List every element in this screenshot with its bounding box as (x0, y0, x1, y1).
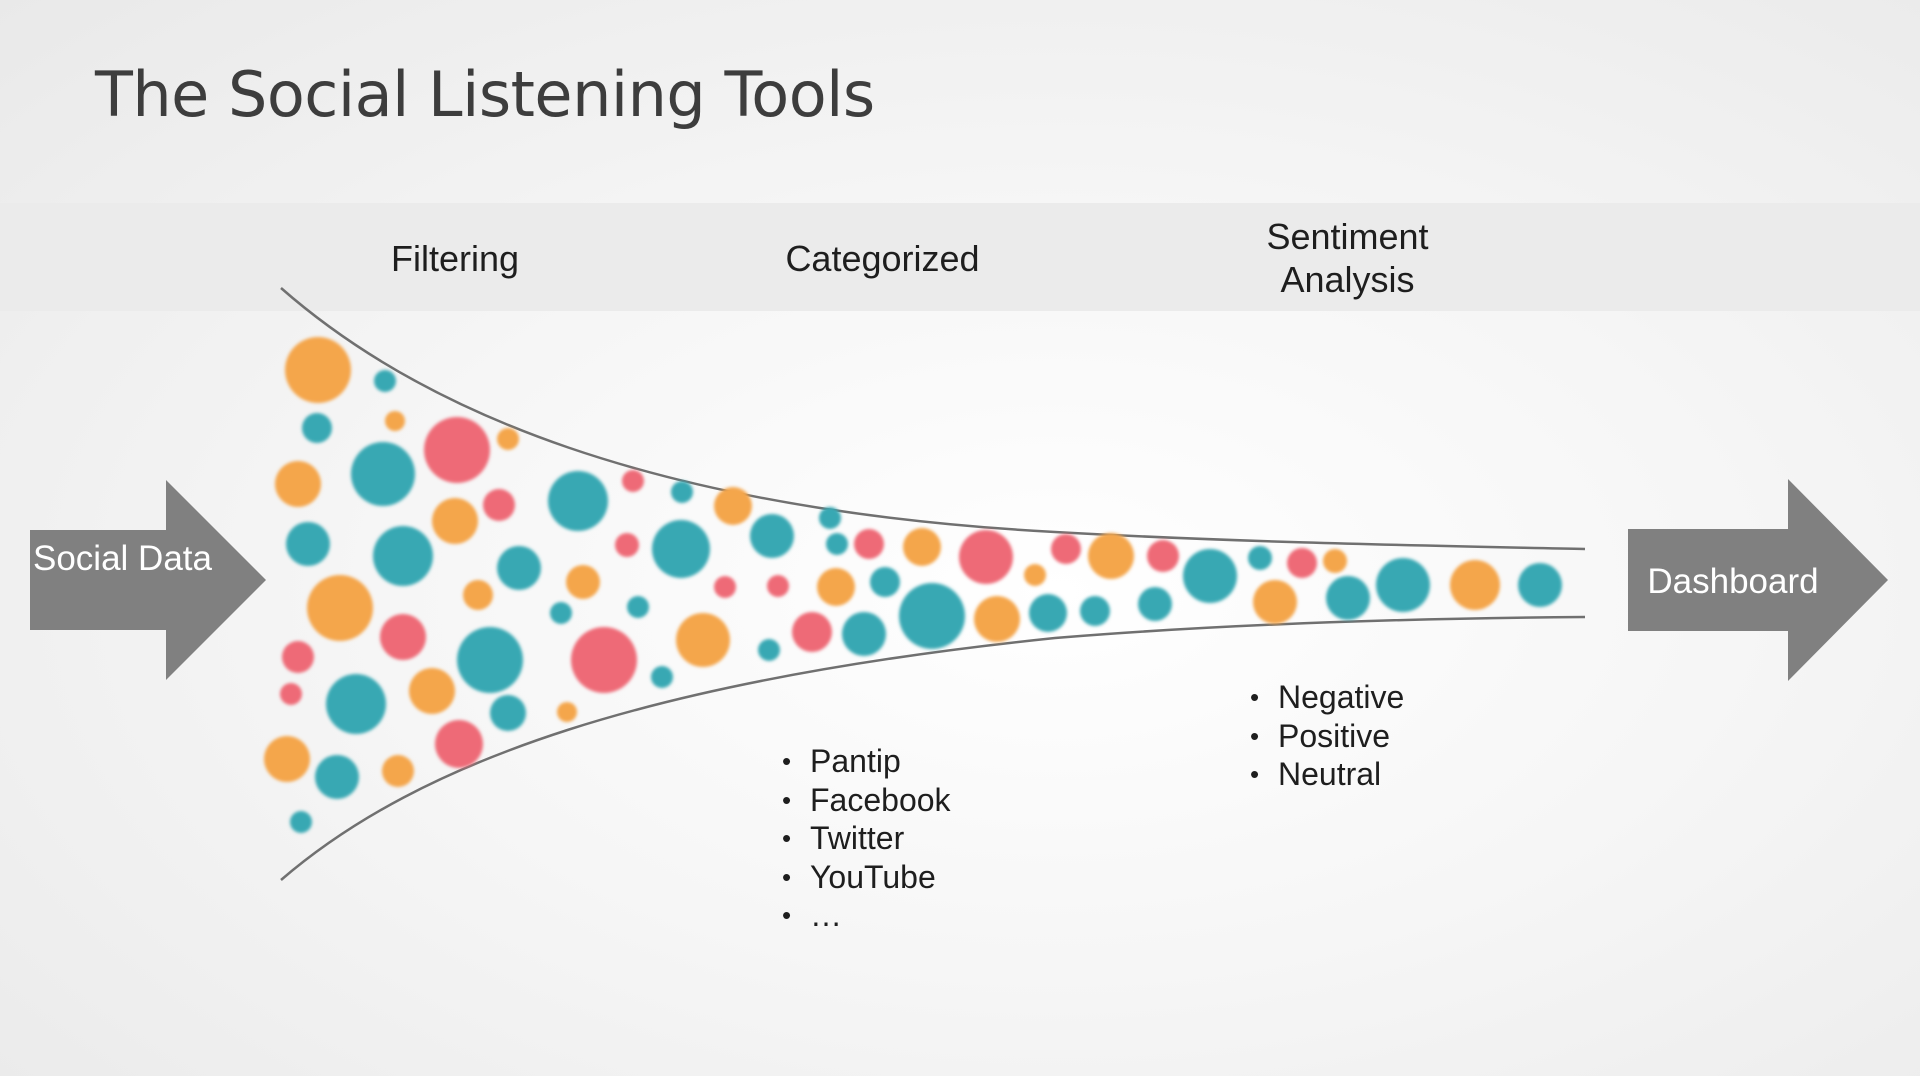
data-bubble (1138, 587, 1172, 621)
data-bubble (959, 530, 1013, 584)
data-bubble (622, 470, 644, 492)
data-bubble (870, 567, 900, 597)
data-bubble (385, 411, 405, 431)
data-bubble (548, 471, 608, 531)
funnel-bottom-curve (280, 615, 1586, 881)
slide-title: The Social Listening Tools (95, 58, 875, 131)
data-bubble (380, 614, 426, 660)
platform-list: PantipFacebookTwitterYouTube… (782, 742, 951, 935)
data-bubble (571, 627, 637, 693)
platform-list-item: Facebook (782, 781, 951, 820)
data-bubble (282, 641, 314, 673)
data-bubble (290, 811, 312, 833)
data-bubble (1248, 546, 1272, 570)
sentiment-list-item: Neutral (1250, 755, 1404, 794)
data-bubble (550, 602, 572, 624)
data-bubble (1253, 580, 1297, 624)
data-bubble (463, 580, 493, 610)
data-bubble (819, 507, 841, 529)
data-bubble (435, 720, 483, 768)
data-bubble (826, 533, 848, 555)
data-bubble (671, 481, 693, 503)
sentiment-list-item: Positive (1250, 717, 1404, 756)
data-bubble (1088, 533, 1134, 579)
data-bubble (409, 668, 455, 714)
data-bubble (652, 520, 710, 578)
dashboard-label: Dashboard (1647, 562, 1819, 601)
data-bubble (714, 576, 736, 598)
data-bubble (627, 596, 649, 618)
data-bubble (497, 546, 541, 590)
data-bubble (374, 370, 396, 392)
sentiment-list: NegativePositiveNeutral (1250, 678, 1404, 794)
stage-sentiment-label: Sentiment Analysis (1266, 216, 1429, 300)
data-bubble (651, 666, 673, 688)
data-bubble (1051, 534, 1081, 564)
data-bubble (1029, 594, 1067, 632)
data-bubble (424, 417, 490, 483)
data-bubble (326, 674, 386, 734)
data-bubble (483, 489, 515, 521)
data-bubble (351, 442, 415, 506)
stage-header-band (0, 203, 1920, 311)
data-bubble (1326, 576, 1370, 620)
social-data-arrow (30, 480, 266, 680)
data-bubble (1323, 549, 1347, 573)
platform-list-item: Twitter (782, 819, 951, 858)
data-bubble (1147, 540, 1179, 572)
data-bubble (566, 565, 600, 599)
data-bubble (264, 736, 310, 782)
data-bubble (615, 533, 639, 557)
data-bubble (457, 627, 523, 693)
platform-list-item: … (782, 896, 951, 935)
social-data-label: Social Data (33, 539, 212, 578)
data-bubble (676, 613, 730, 667)
data-bubble (557, 702, 577, 722)
platform-list-item: YouTube (782, 858, 951, 897)
data-bubbles (264, 337, 1562, 833)
data-bubble (792, 612, 832, 652)
data-bubble (842, 612, 886, 656)
data-bubble (1080, 596, 1110, 626)
data-bubble (315, 755, 359, 799)
data-bubble (275, 461, 321, 507)
sentiment-list-item: Negative (1250, 678, 1404, 717)
data-bubble (750, 514, 794, 558)
data-bubble (767, 575, 789, 597)
data-bubble (714, 487, 752, 525)
stage-filtering-label: Filtering (390, 238, 520, 279)
data-bubble (974, 596, 1020, 642)
data-bubble (817, 568, 855, 606)
data-bubble (285, 337, 351, 403)
data-bubble (280, 683, 302, 705)
data-bubble (432, 498, 478, 544)
data-bubble (899, 583, 965, 649)
data-bubble (373, 526, 433, 586)
platform-list-item: Pantip (782, 742, 951, 781)
dashboard-arrow (1628, 479, 1888, 681)
data-bubble (1024, 564, 1046, 586)
data-bubble (1518, 563, 1562, 607)
stage-categorized-label: Categorized (785, 238, 980, 279)
data-bubble (758, 639, 780, 661)
data-bubble (286, 522, 330, 566)
data-bubble (490, 695, 526, 731)
data-bubble (1183, 549, 1237, 603)
data-bubble (497, 428, 519, 450)
data-bubble (903, 528, 941, 566)
data-bubble (854, 529, 884, 559)
funnel-top-curve (280, 287, 1586, 551)
data-bubble (307, 575, 373, 641)
data-bubble (1287, 548, 1317, 578)
data-bubble (1376, 558, 1430, 612)
data-bubble (382, 755, 414, 787)
data-bubble (302, 413, 332, 443)
data-bubble (1450, 560, 1500, 610)
